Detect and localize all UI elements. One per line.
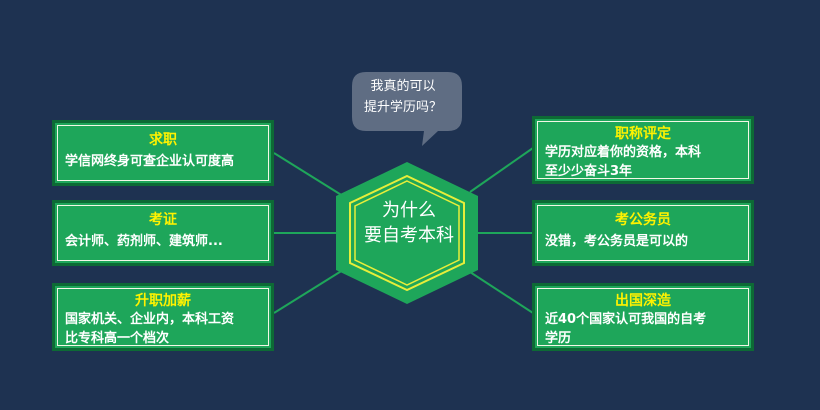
card-desc-line: 学历对应着你的资格，本科 bbox=[545, 145, 702, 160]
center-title-line-2: 要自考本科 bbox=[364, 225, 454, 246]
speech-bubble bbox=[352, 72, 462, 146]
connector-right-1 bbox=[469, 147, 534, 193]
bubble-line-1: 我真的可以 bbox=[370, 79, 436, 94]
card-inner-border bbox=[57, 288, 269, 346]
card-desc: 国家机关、企业内，本科工资 比专科高一个档次 bbox=[65, 310, 265, 348]
card-inner-border bbox=[537, 288, 749, 346]
card-desc-line: 学信网终身可查企业认可度高 bbox=[65, 154, 235, 169]
card-study-abroad: 出国深造 近40个国家认可我国的自考 学历 bbox=[532, 283, 754, 351]
connector-left-3 bbox=[273, 269, 344, 314]
card-job-hunting: 求职 学信网终身可查企业认可度高 bbox=[52, 120, 274, 186]
card-desc: 近40个国家认可我国的自考 学历 bbox=[545, 310, 745, 348]
center-hexagon-ring-inner bbox=[354, 180, 460, 286]
center-hexagon-ring bbox=[349, 174, 465, 292]
card-title: 出国深造 bbox=[615, 293, 671, 309]
card-desc: 学信网终身可查企业认可度高 bbox=[65, 152, 265, 171]
card-desc-line: 国家机关、企业内，本科工资 bbox=[65, 312, 235, 327]
card-title: 考证 bbox=[149, 212, 177, 228]
card-inner-border bbox=[57, 125, 269, 181]
card-title: 职称评定 bbox=[615, 126, 671, 142]
connector-left-1 bbox=[273, 152, 344, 197]
card-desc-line: 学历 bbox=[545, 331, 572, 346]
card-desc: 学历对应着你的资格，本科 至少少奋斗3年 bbox=[545, 143, 745, 181]
center-title-line-1: 为什么 bbox=[382, 200, 436, 221]
center-title: 为什么 要自考本科 bbox=[344, 198, 474, 248]
card-desc-line: 比专科高一个档次 bbox=[65, 331, 170, 346]
card-inner-border bbox=[537, 205, 749, 261]
connector-right-3 bbox=[469, 271, 534, 314]
card-civil-service: 考公务员 没错，考公务员是可以的 bbox=[532, 200, 754, 266]
card-promotion: 升职加薪 国家机关、企业内，本科工资 比专科高一个档次 bbox=[52, 283, 274, 351]
card-desc: 没错，考公务员是可以的 bbox=[545, 232, 745, 251]
card-inner-border bbox=[537, 121, 749, 179]
card-inner-border bbox=[57, 205, 269, 261]
bubble-line-2: 提升学历吗？ bbox=[363, 100, 442, 115]
card-desc-line: 没错，考公务员是可以的 bbox=[545, 234, 689, 249]
card-desc-line: 近40个国家认可我国的自考 bbox=[545, 312, 707, 327]
card-title: 求职 bbox=[149, 132, 177, 148]
card-desc: 会计师、药剂师、建筑师... bbox=[65, 232, 265, 251]
card-desc-line: 至少少奋斗3年 bbox=[545, 164, 633, 179]
bubble-text: 我真的可以 提升学历吗？ bbox=[344, 76, 462, 118]
card-title-evaluation: 职称评定 学历对应着你的资格，本科 至少少奋斗3年 bbox=[532, 116, 754, 184]
card-certification: 考证 会计师、药剂师、建筑师... bbox=[52, 200, 274, 266]
card-title: 考公务员 bbox=[615, 212, 671, 228]
card-title: 升职加薪 bbox=[135, 293, 191, 309]
card-desc-line: 会计师、药剂师、建筑师... bbox=[65, 234, 223, 249]
